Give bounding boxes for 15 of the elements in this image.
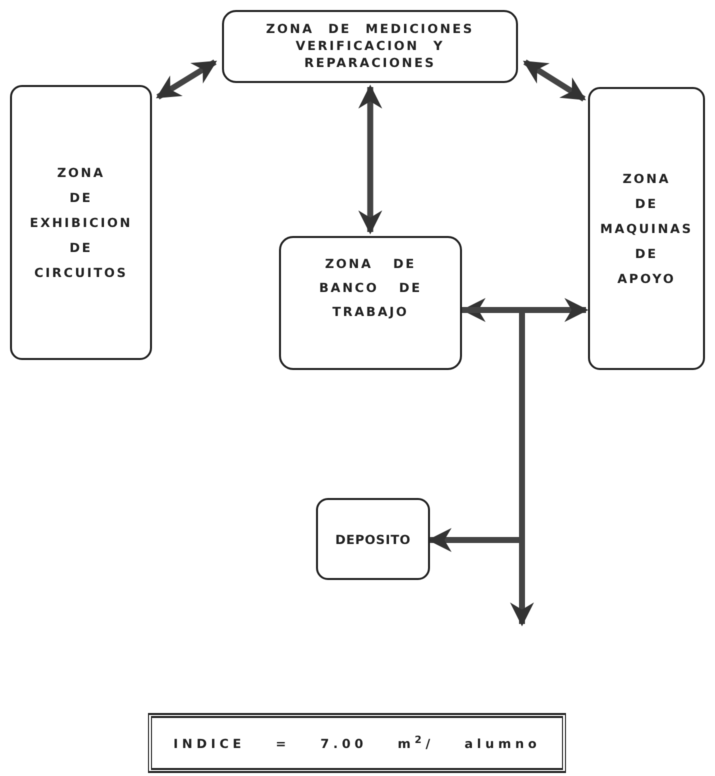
zone-box xyxy=(222,10,518,83)
zone-label: ZONA DE BANCO DE TRABAJO xyxy=(318,255,423,321)
zone-label: DEPOSITO xyxy=(334,532,412,546)
zone-box xyxy=(316,498,430,580)
index-text: INDICE = 7.00 m$^{2}$/ alumno xyxy=(172,734,542,752)
zone-box xyxy=(10,85,152,360)
zone-box xyxy=(279,236,462,370)
zone-label: ZONA DE EXHIBICION DE CIRCUITOS xyxy=(28,164,134,282)
double-arrow xyxy=(358,84,382,234)
zone-label: ZONA DE MAQUINAS DE APOYO xyxy=(599,170,694,288)
double-arrow xyxy=(522,59,586,102)
zone-box xyxy=(588,87,705,370)
index-panel xyxy=(148,713,566,773)
zone-label: ZONA DE MEDICIONES VERIFICACION Y REPARACIONES xyxy=(265,21,475,72)
double-arrow xyxy=(156,59,218,100)
